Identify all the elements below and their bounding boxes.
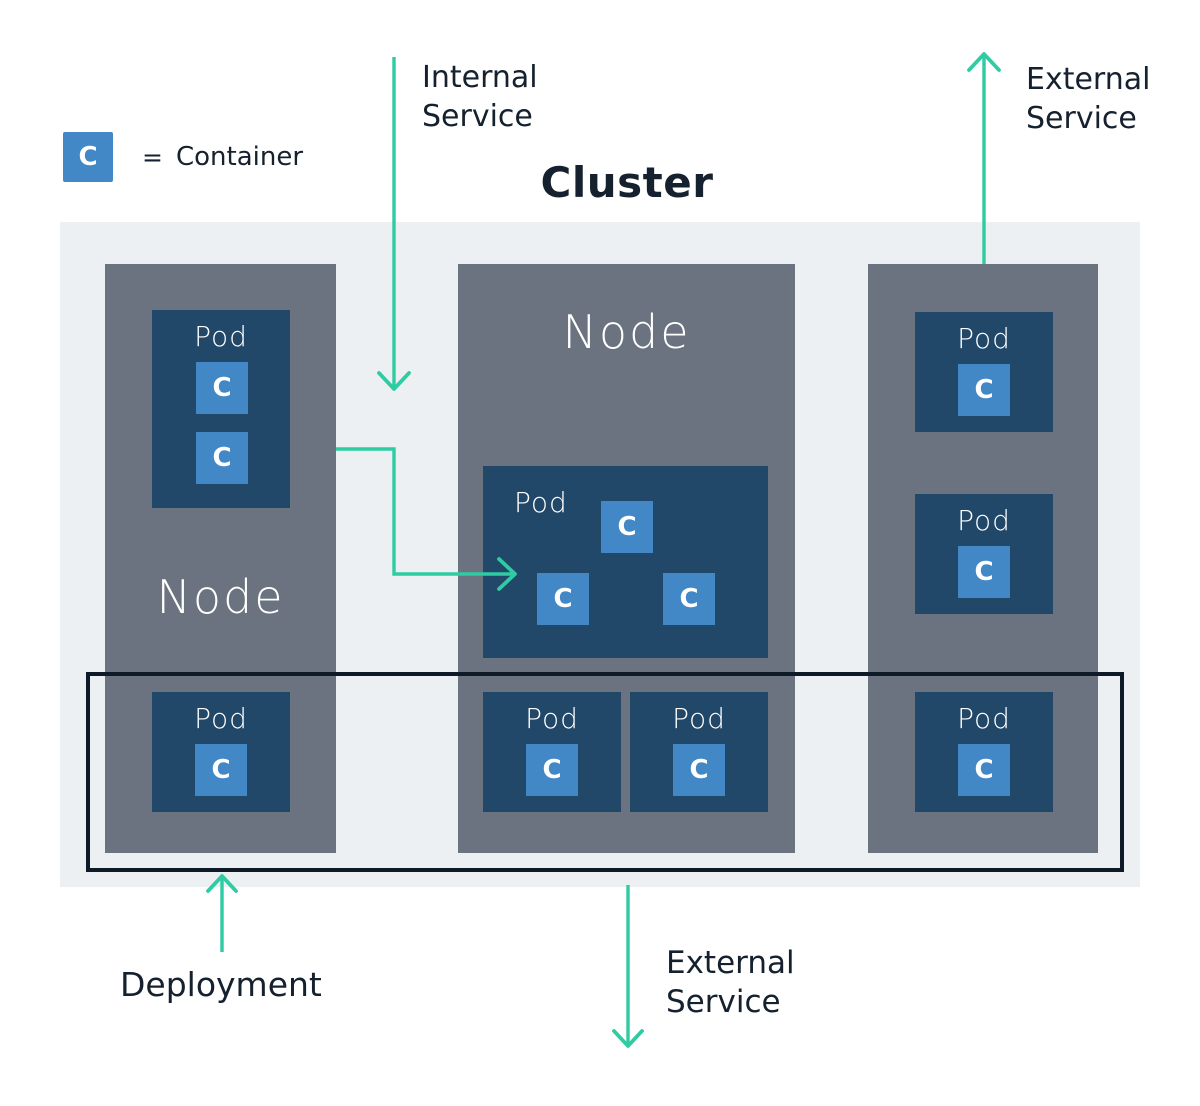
container-letter: C (553, 584, 573, 614)
pod-label: Pod (957, 322, 1011, 355)
container-letter: C (617, 512, 637, 542)
node-left-label: Node (156, 570, 285, 624)
node-middle-label: Node (562, 305, 691, 359)
legend: C = Container (63, 132, 303, 182)
container-letter: C (211, 755, 231, 785)
pod: Pod C (483, 692, 621, 812)
pod: Pod C (630, 692, 768, 812)
container-letter: C (212, 373, 232, 403)
pod: Pod C C (152, 310, 290, 508)
pod-label: Pod (194, 320, 248, 353)
container-box: C (526, 744, 578, 796)
container-legend-swatch: C (63, 132, 113, 182)
container-box: C (195, 744, 247, 796)
pod: Pod C (915, 312, 1053, 432)
deployment-boundary (86, 672, 1124, 872)
container-box: C (601, 501, 653, 553)
container-letter: C (78, 142, 98, 172)
container-box: C (196, 362, 248, 414)
pod-label: Pod (957, 702, 1011, 735)
container-letter: C (974, 755, 994, 785)
pod-label: Pod (957, 504, 1011, 537)
container-box: C (958, 546, 1010, 598)
external-service-bottom-arrowhead-icon (612, 1029, 644, 1048)
container-letter: C (542, 755, 562, 785)
external-service-top-label: External Service (1026, 62, 1151, 136)
cluster-title: Cluster (540, 158, 714, 207)
container-box: C (663, 573, 715, 625)
legend-equals-sign: = (142, 142, 163, 172)
pod: Pod C C C (483, 466, 768, 658)
pod: Pod C (915, 692, 1053, 812)
pod-label: Pod (194, 702, 248, 735)
internal-service-label: Internal Service (422, 60, 538, 134)
container-letter: C (689, 755, 709, 785)
deployment-label: Deployment (120, 965, 322, 1004)
container-box: C (673, 744, 725, 796)
external-service-top-arrowhead-icon (967, 52, 1001, 72)
container-letter: C (679, 584, 699, 614)
container-box: C (196, 432, 248, 484)
container-letter: C (974, 375, 994, 405)
external-service-bottom-label: External Service (666, 945, 795, 1020)
pod-label: Pod (514, 486, 568, 519)
container-letter: C (974, 557, 994, 587)
pod: Pod C (152, 692, 290, 812)
pod-label: Pod (525, 702, 579, 735)
container-box: C (958, 744, 1010, 796)
container-letter: C (212, 443, 232, 473)
pod: Pod C (915, 494, 1053, 614)
container-box: C (537, 573, 589, 625)
legend-label: Container (175, 142, 304, 172)
pod-label: Pod (672, 702, 726, 735)
container-box: C (958, 364, 1010, 416)
